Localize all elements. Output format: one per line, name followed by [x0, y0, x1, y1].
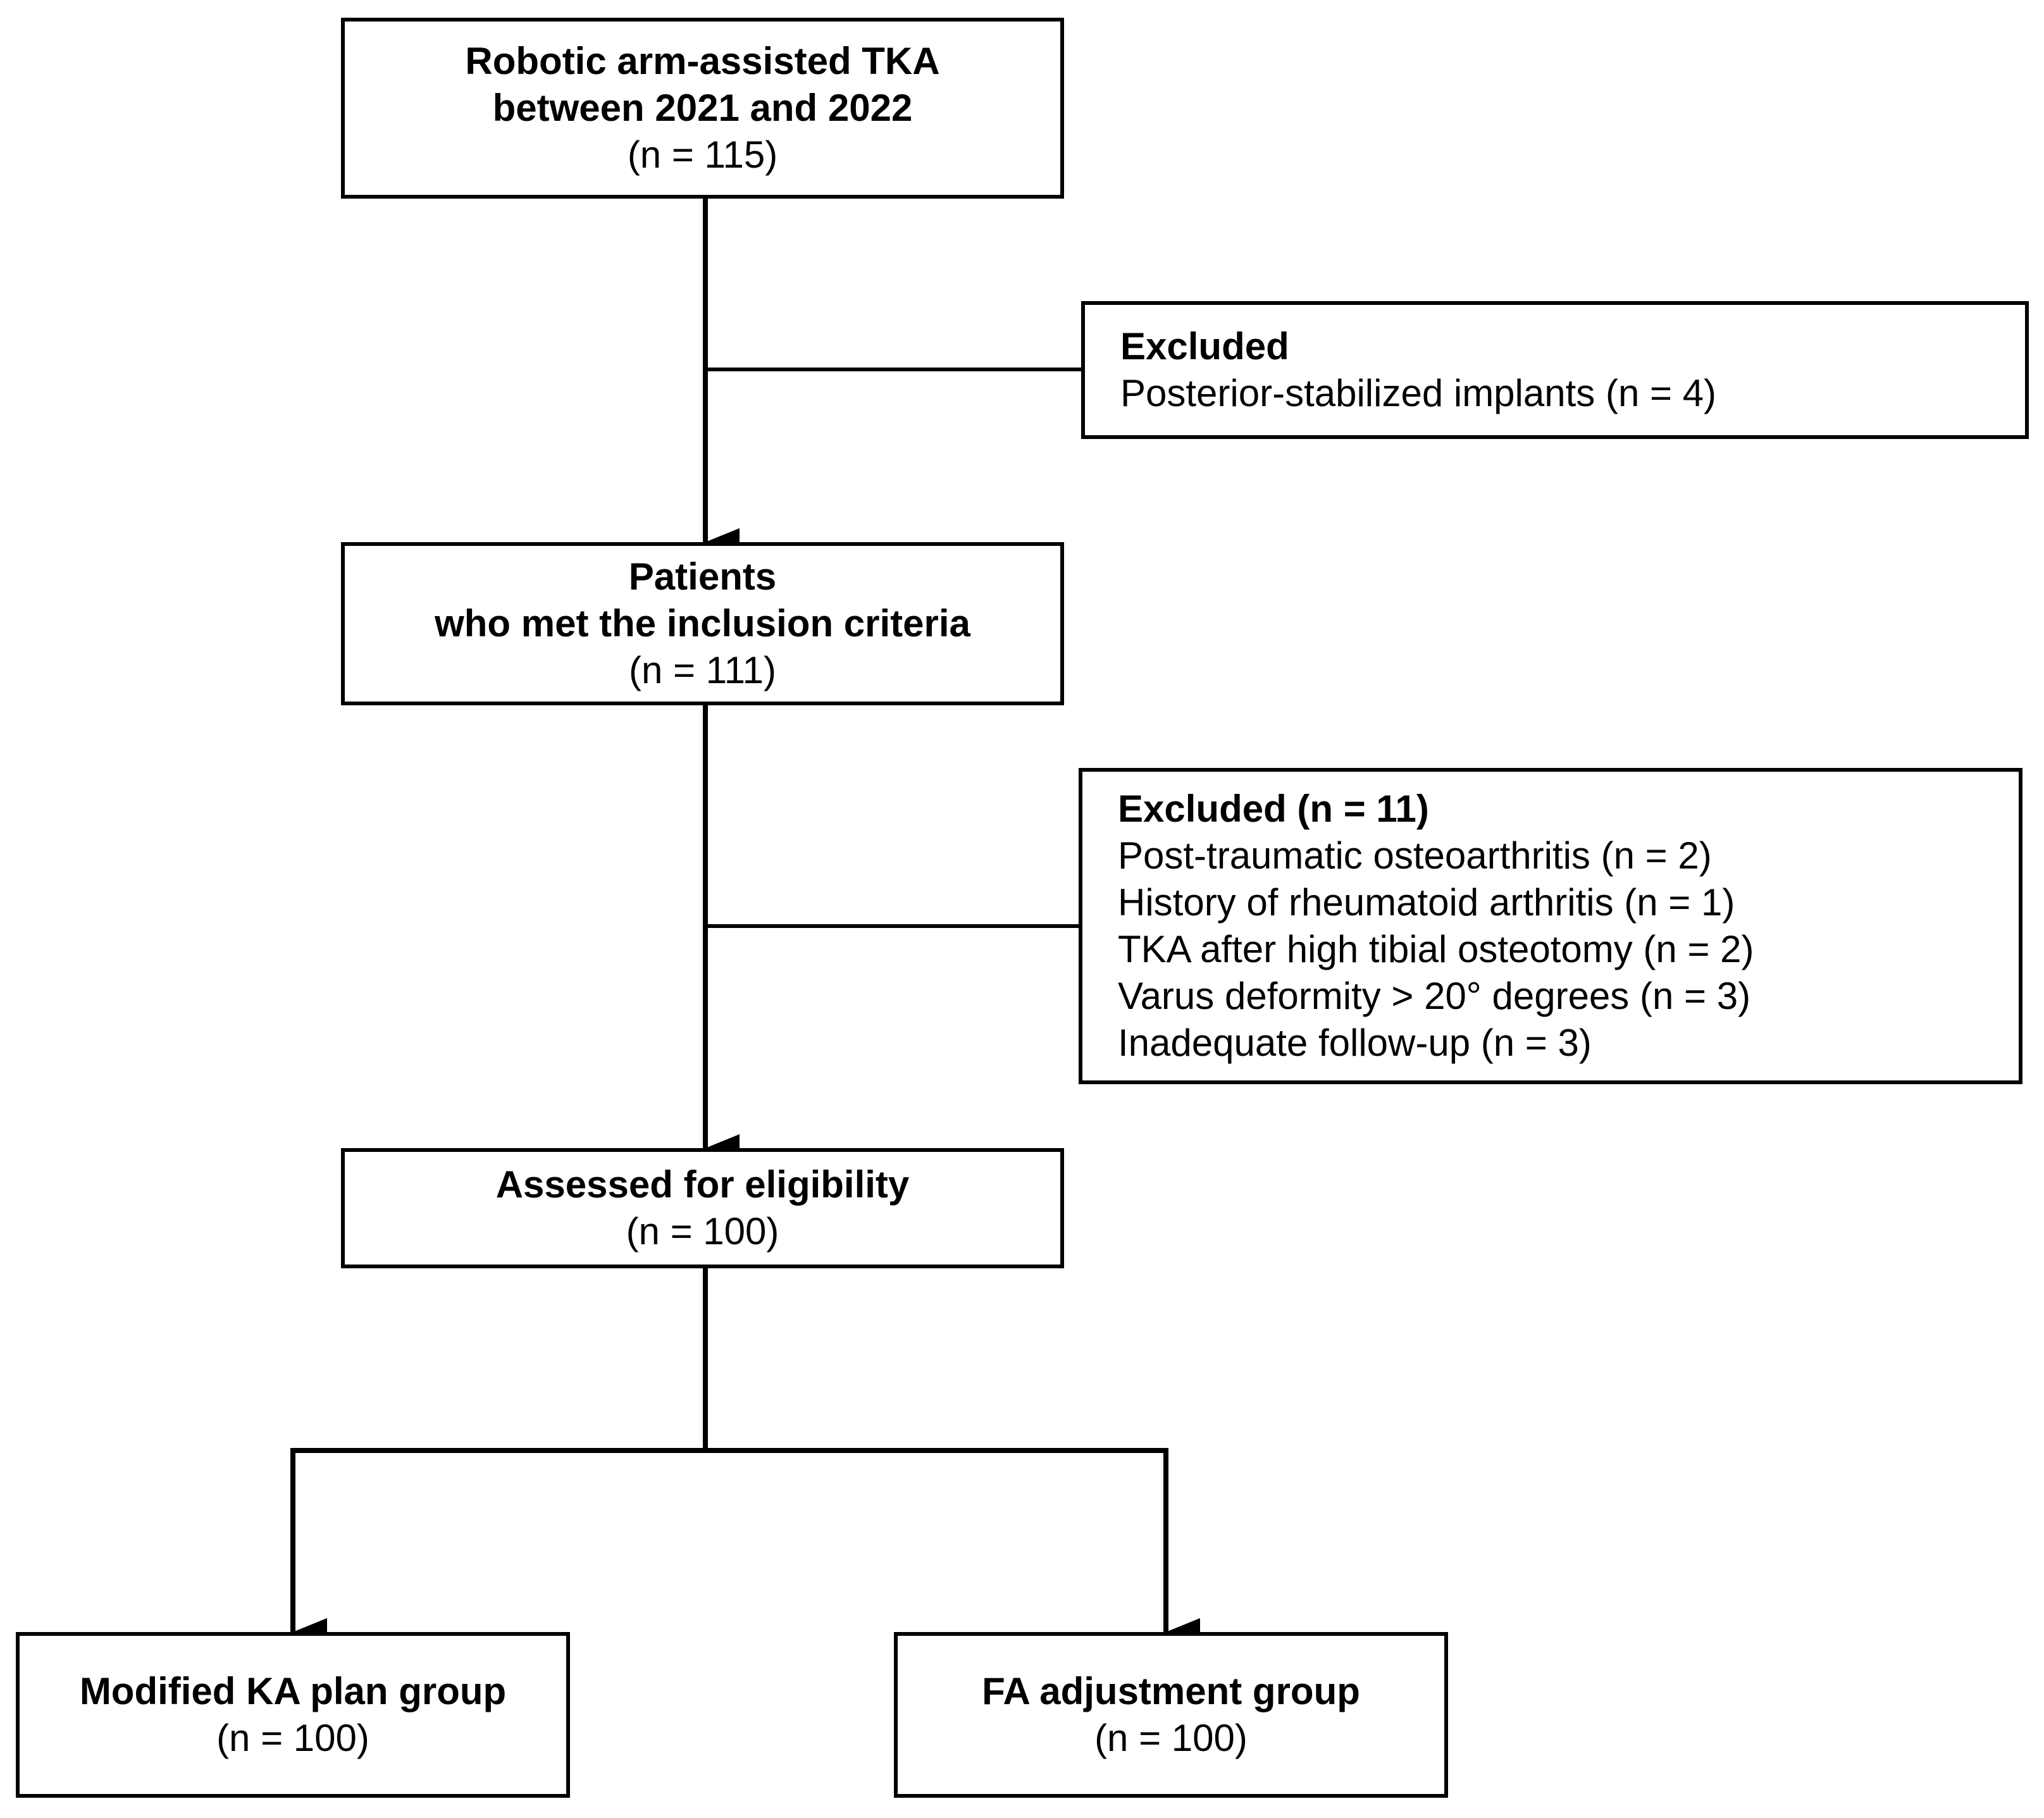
start-box: Robotic arm-assisted TKA between 2021 an… — [341, 18, 1064, 199]
assessed-box: Assessed for eligibility (n = 100) — [341, 1148, 1064, 1268]
group-fa-title: FA adjustment group — [982, 1670, 1360, 1712]
assessed-title: Assessed for eligibility — [495, 1163, 910, 1206]
exclusion2-item: Post-traumatic osteoarthritis (n = 2) — [1118, 834, 1712, 877]
start-title-line1: Robotic arm-assisted TKA — [465, 40, 940, 82]
exclusion2-box: Excluded (n = 11) Post-traumatic osteoar… — [1079, 768, 2022, 1084]
assessed-count: (n = 100) — [626, 1210, 779, 1252]
start-count: (n = 115) — [627, 133, 778, 176]
start-title-line2: between 2021 and 2022 — [492, 87, 913, 129]
included-count: (n = 111) — [629, 649, 776, 691]
included-box: Patients who met the inclusion criteria … — [341, 542, 1064, 705]
group-ka-count: (n = 100) — [216, 1717, 369, 1759]
group-ka-box: Modified KA plan group (n = 100) — [16, 1632, 570, 1798]
exclusion1-box: Excluded Posterior-stabilized implants (… — [1081, 301, 2029, 439]
exclusion2-item: TKA after high tibial osteotomy (n = 2) — [1118, 928, 1754, 970]
exclusion2-item: Varus deformity > 20° degrees (n = 3) — [1118, 975, 1751, 1017]
exclusion2-title: Excluded (n = 11) — [1118, 788, 1429, 830]
group-fa-count: (n = 100) — [1094, 1717, 1248, 1759]
exclusion2-item: Inadequate follow-up (n = 3) — [1118, 1022, 1592, 1064]
exclusion2-item: History of rheumatoid arthritis (n = 1) — [1118, 881, 1735, 924]
group-fa-box: FA adjustment group (n = 100) — [894, 1632, 1448, 1798]
group-ka-title: Modified KA plan group — [79, 1670, 507, 1712]
included-title-line2: who met the inclusion criteria — [435, 602, 970, 645]
included-title-line1: Patients — [628, 555, 777, 598]
exclusion1-title: Excluded — [1120, 325, 1289, 368]
exclusion1-item: Posterior-stabilized implants (n = 4) — [1120, 372, 1717, 414]
